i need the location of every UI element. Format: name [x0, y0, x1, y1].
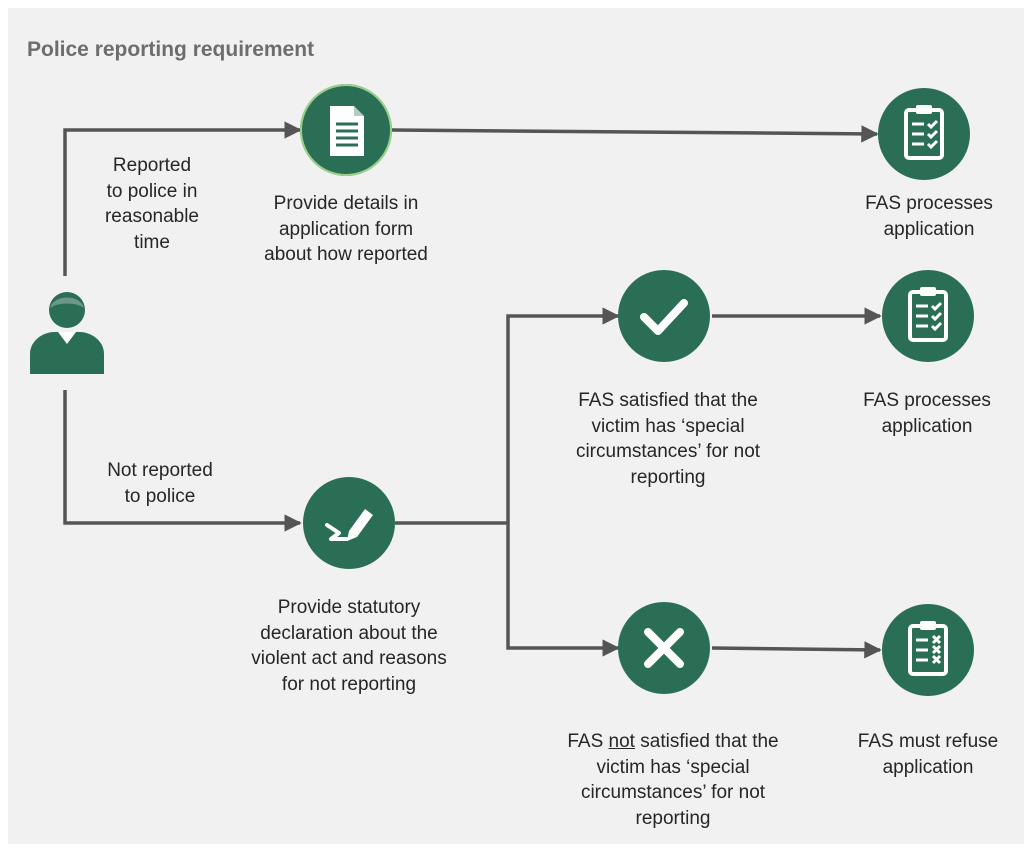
edge-branch-to-satisfied-line — [506, 307, 620, 523]
clipboard-checklist-icon — [904, 105, 944, 160]
checkmark-icon — [640, 299, 688, 335]
node-fas-satisfied — [618, 270, 710, 362]
clipboard-cross-icon — [908, 621, 948, 676]
label-fas-processes-mid: FAS processes application — [863, 390, 991, 437]
diagram-panel — [8, 8, 1024, 844]
clipboard-checklist-icon — [908, 287, 948, 342]
edge-not-reported-line — [63, 390, 302, 532]
label-statutory-declaration: Provide statutory declaration about the … — [251, 597, 447, 695]
person-icon — [28, 288, 106, 374]
edge-label-reported: Reported to police in reasonable time — [104, 155, 200, 253]
node-fas-processes-mid — [882, 270, 974, 362]
node-fas-refuse — [882, 604, 974, 696]
label-emphasis-not: not — [608, 731, 635, 752]
node-fas-processes-top — [878, 88, 970, 180]
label-provide-details: Provide details in application form abou… — [264, 193, 428, 265]
edge-branch-to-not-satisfied-line — [506, 523, 620, 657]
label-prefix: FAS — [567, 731, 609, 752]
signature-pen-icon — [325, 509, 373, 541]
node-statutory-declaration — [303, 477, 395, 569]
document-icon — [330, 106, 364, 156]
node-provide-details — [300, 84, 392, 176]
node-fas-not-satisfied — [618, 602, 710, 694]
label-fas-not-satisfied: FAS not satisfied that the victim has ‘s… — [538, 729, 808, 831]
label-fas-satisfied: FAS satisfied that the victim has ‘speci… — [575, 390, 761, 488]
label-fas-processes-top: FAS processes application — [865, 193, 993, 240]
edge-details-to-process-line — [391, 125, 879, 143]
edge-label-not-reported: Not reported to police — [107, 460, 213, 507]
edge-not-satisfied-to-refuse-line — [711, 641, 882, 659]
edge-reported-line — [63, 121, 302, 276]
diagram-title: Police reporting requirement — [27, 38, 315, 61]
label-fas-refuse: FAS must refuse application — [857, 731, 999, 778]
label-rest: satisfied that the victim has ‘special c… — [580, 731, 779, 829]
cross-icon — [644, 628, 684, 668]
